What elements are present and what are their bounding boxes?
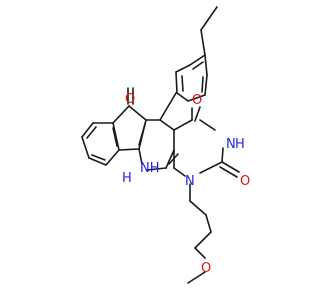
- bond-chain-1: [189, 200, 207, 216]
- bond-phenyl-c5: [159, 92, 177, 121]
- phenyl-ring: [175, 54, 208, 102]
- c4-oxygen-label: O: [192, 93, 202, 108]
- benzo-ring: [81, 122, 120, 166]
- ring-nh-label: NH: [140, 161, 160, 176]
- bond-methyl: [187, 271, 206, 284]
- bond-ethyl-ch2: [200, 29, 206, 56]
- bond-c2-oxygen-double: [219, 166, 238, 178]
- ether-oxygen-label: O: [201, 261, 211, 276]
- n3-label: N: [226, 137, 236, 152]
- ring-nh-hydrogen-label: H: [122, 171, 132, 186]
- pyrimidinedione-ring: [173, 107, 224, 177]
- structure-diagram: O O O O NH H N N H: [81, 6, 250, 284]
- indenone-ring: [112, 105, 147, 151]
- ketone-oxygen-label: O: [125, 92, 135, 107]
- bond-ethyl-ch3: [200, 6, 218, 31]
- bond-chain-3: [194, 231, 212, 249]
- bond-c2-oxygen: [221, 161, 240, 173]
- molecule-canvas: O O O O NH H N N H: [81, 6, 250, 284]
- n3-hydrogen-label: H: [235, 137, 245, 152]
- bond-c4-oxygen: [194, 106, 201, 122]
- n1-label: N: [185, 174, 195, 189]
- c2-oxygen-label: O: [240, 174, 250, 189]
- bond-chain-2: [205, 214, 212, 233]
- bond-ether-o: [194, 247, 206, 259]
